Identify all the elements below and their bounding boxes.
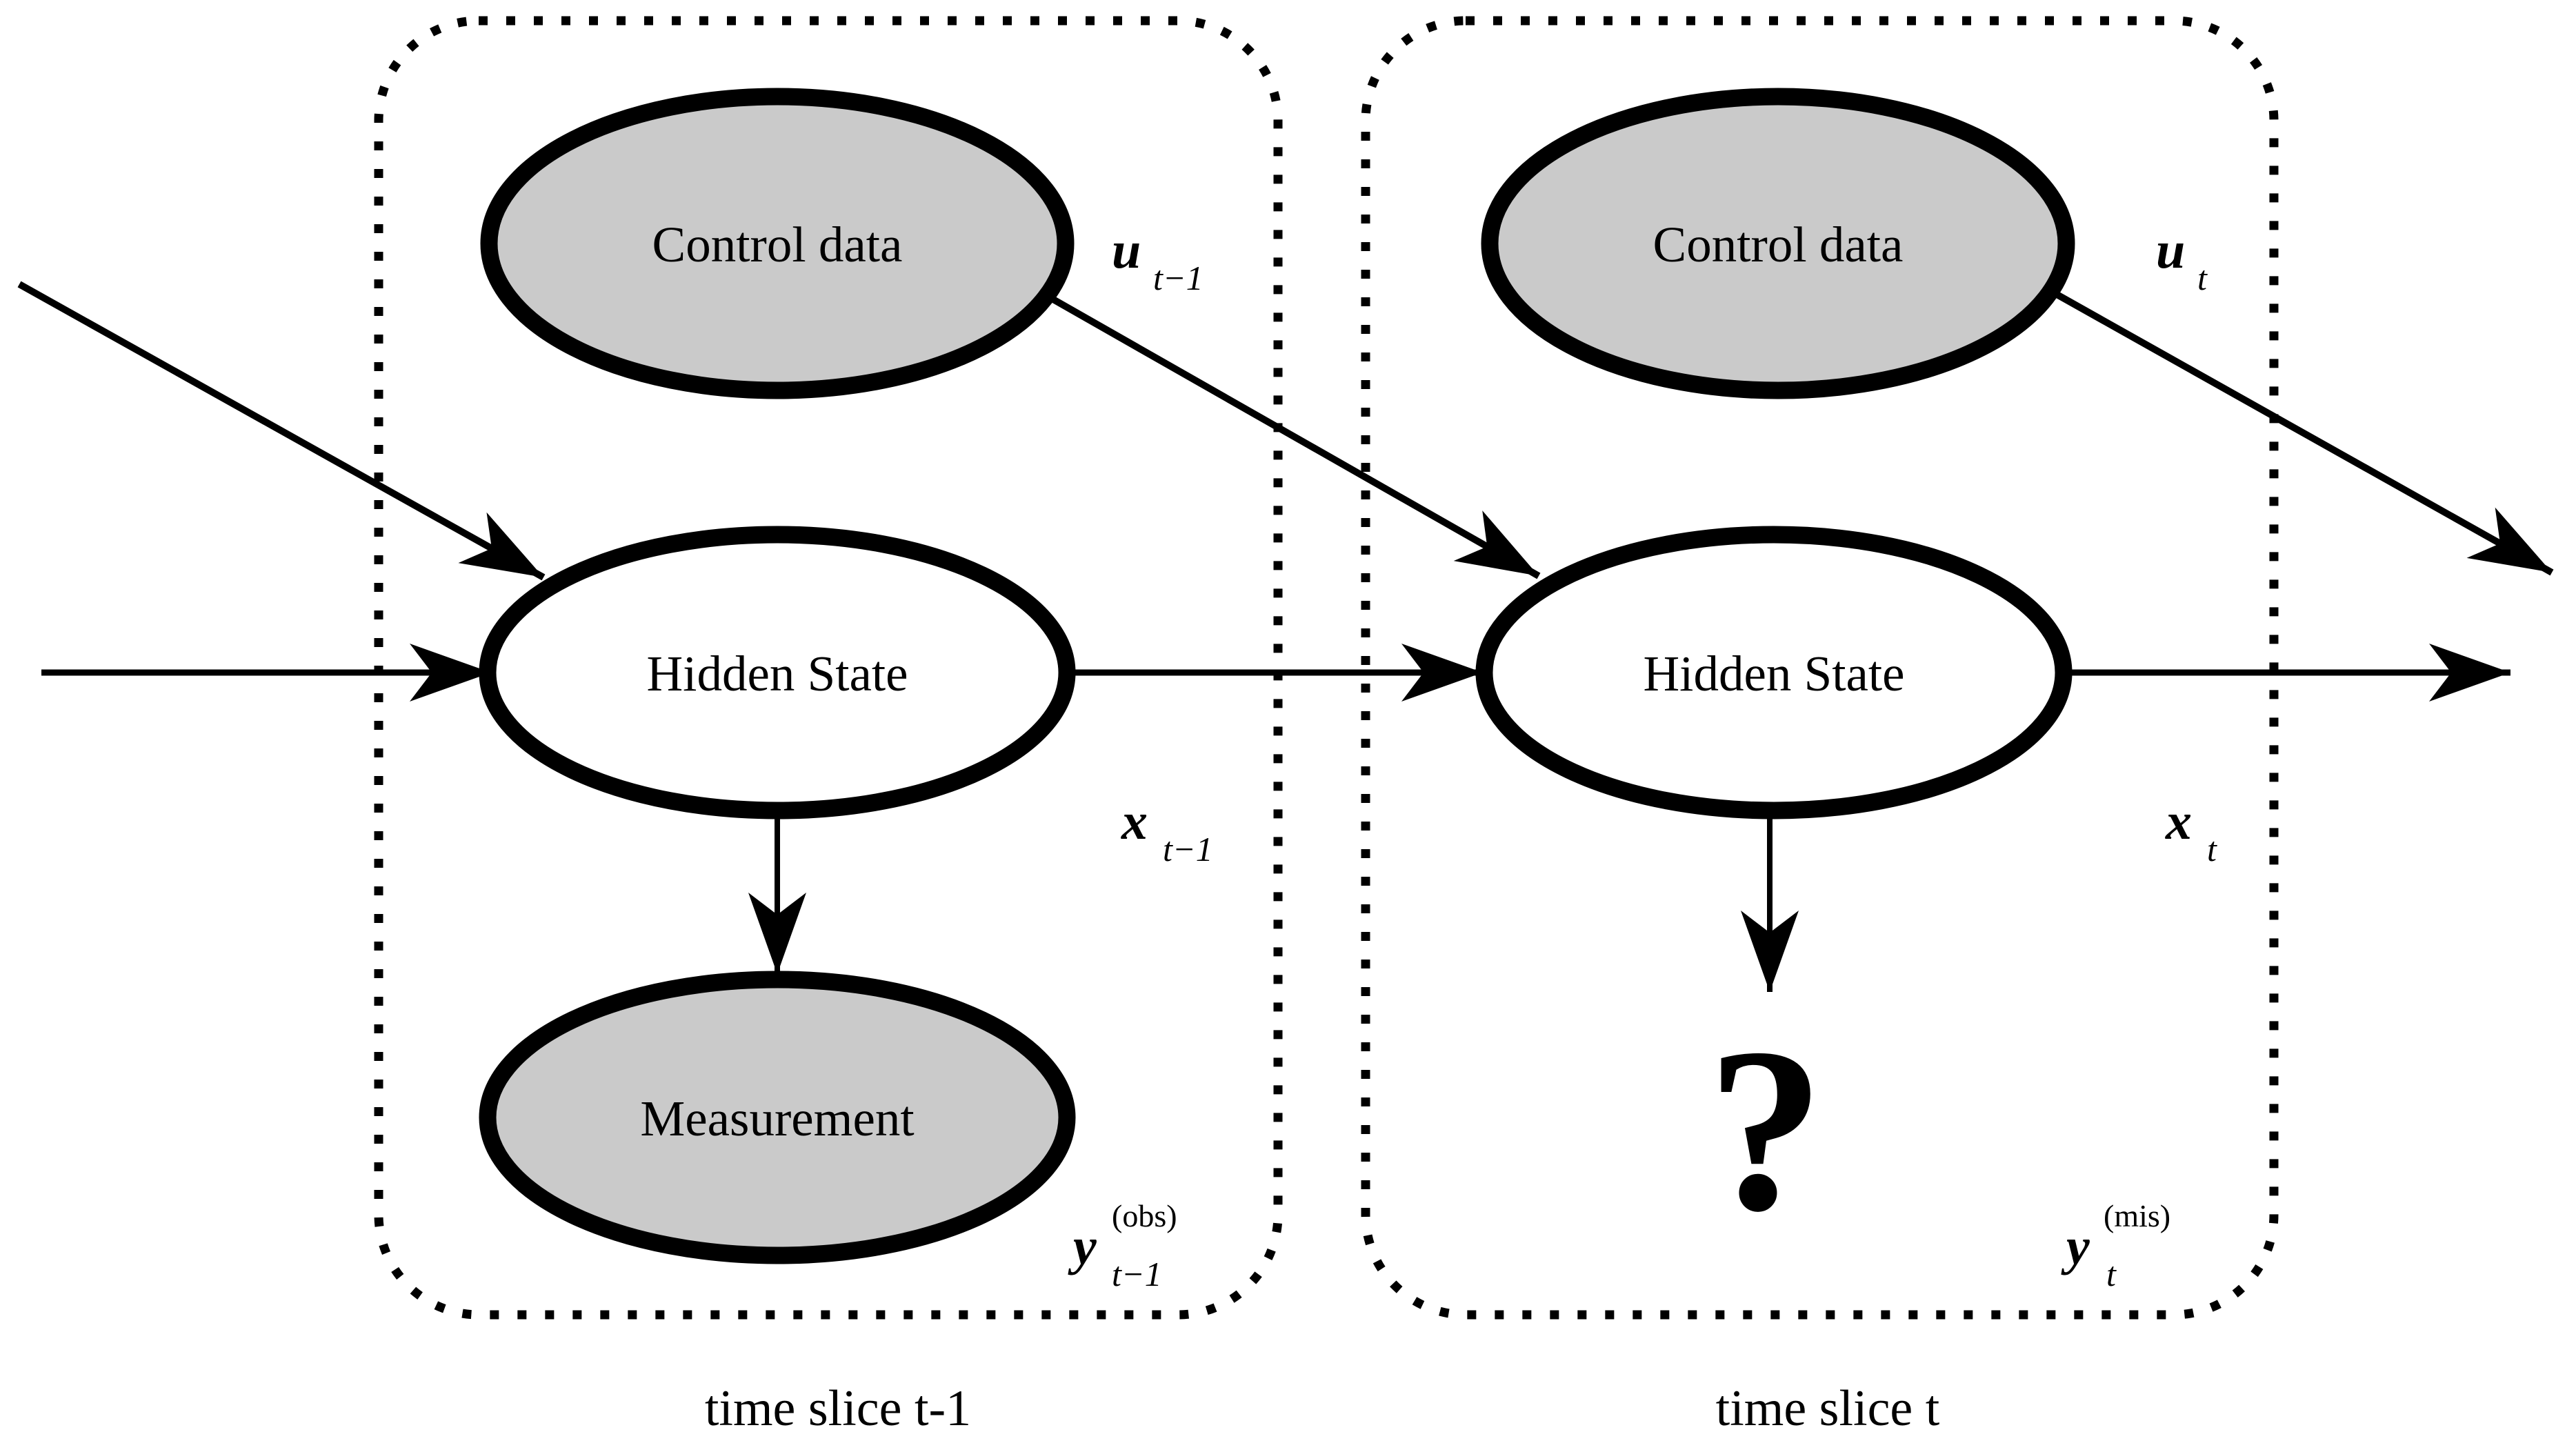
control-sub-current: t — [2197, 259, 2208, 297]
control-input-label-prev: u t−1 — [1112, 221, 1204, 297]
control-sub-prev: t−1 — [1153, 259, 1204, 297]
obs-sub-current: t — [2106, 1255, 2117, 1293]
state-var-current: x — [2165, 793, 2192, 851]
control-data-node-prev — [480, 88, 1075, 399]
state-sub-current: t — [2207, 830, 2217, 868]
arrow-into-hidden-prev-diagonal — [17, 281, 546, 581]
hidden-state-label-prev: Hidden State — [646, 646, 908, 702]
control-data-label-prev: Control data — [652, 217, 903, 272]
time-slice-current-caption: time slice t — [1716, 1380, 1940, 1437]
time-slice-prev-caption: time slice t-1 — [705, 1380, 971, 1437]
obs-sub-prev: t−1 — [1112, 1255, 1162, 1293]
hidden-state-node-current — [1475, 526, 2073, 819]
observation-label-current: y (mis) t — [2061, 1198, 2170, 1293]
hidden-state-label-current: Hidden State — [1643, 646, 1904, 702]
control-input-label-current: u t — [2156, 221, 2208, 297]
measurement-node-prev — [479, 971, 1076, 1264]
time-slice-prev-box — [374, 16, 1283, 1320]
obs-var-current: y — [2061, 1218, 2090, 1275]
state-sub-prev: t−1 — [1163, 830, 1213, 868]
observation-label-prev: y (obs) t−1 — [1068, 1198, 1177, 1293]
control-var-prev: u — [1112, 221, 1141, 279]
state-label-prev: x t−1 — [1121, 793, 1213, 868]
obs-sup-prev: (obs) — [1112, 1198, 1177, 1233]
state-var-prev: x — [1121, 793, 1148, 851]
time-slice-current-box — [1361, 16, 2279, 1320]
control-var-current: u — [2156, 221, 2185, 279]
missing-measurement-mark: ? — [1707, 1000, 1824, 1260]
measurement-label-prev: Measurement — [640, 1091, 914, 1146]
obs-sup-current: (mis) — [2104, 1198, 2170, 1233]
control-data-node-current — [1481, 88, 2075, 399]
obs-var-prev: y — [1068, 1218, 1097, 1275]
control-data-label-current: Control data — [1653, 217, 1904, 272]
arrow-control-prev-to-hidden-current — [1046, 293, 1541, 579]
state-label-current: x t — [2165, 793, 2217, 868]
arrow-control-current-outgoing — [2046, 286, 2554, 576]
